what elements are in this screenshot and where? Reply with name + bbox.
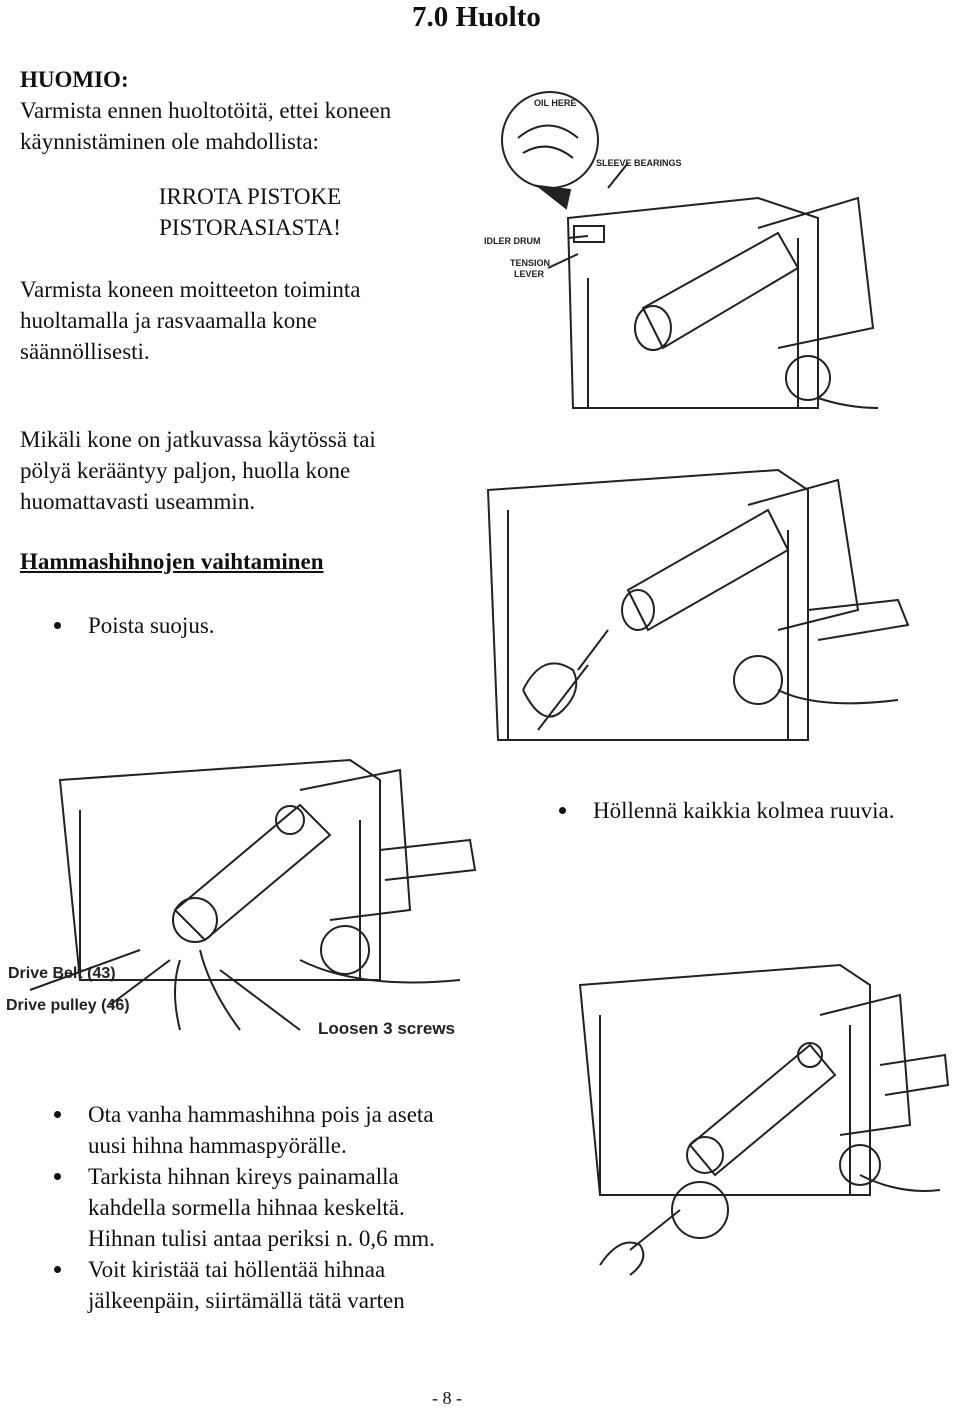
warning-intro-line-1: Varmista ennen huoltotöitä, ettei koneen [20,98,392,123]
label-sleeve-bearings: SLEEVE BEARINGS [596,158,682,168]
label-oil-here: OIL HERE [534,98,576,108]
figure-oil-points: OIL HERE SLEEVE BEARINGS IDLER DRUM TENS… [478,78,888,418]
label-loosen-screws: Loosen 3 screws [318,1019,455,1038]
dust-paragraph: Mikäli kone on jatkuvassa käytössä tai p… [20,424,470,517]
list-item: Höllennä kaikkia kolmea ruuvia. [525,795,945,826]
bullet-icon [54,1111,61,1118]
maintain-line-1: Varmista koneen moitteeton toiminta [20,277,361,302]
label-drive-belt: Drive Belt (43) [8,965,116,982]
dust-line-3: huomattavasti useammin. [20,489,256,514]
section-heading: Hammashihnojen vaihtaminen [20,549,324,574]
figure-belt-tension [540,945,950,1285]
warning-heading: HUOMIO: [20,67,129,92]
bullet-icon [559,807,566,814]
label-lever: LEVER [514,269,545,279]
label-idler-drum: IDLER DRUM [484,236,541,246]
step-list-2: Höllennä kaikkia kolmea ruuvia. [525,795,945,826]
maintain-paragraph: Varmista koneen moitteeton toiminta huol… [20,274,470,367]
label-tension: TENSION [510,258,550,268]
page-title: 7.0 Huolto [412,1,541,33]
unplug-line-2: PISTORASIASTA! [159,215,341,240]
bullet-icon [54,1266,61,1273]
list-item: Poista suojus. [20,610,460,641]
bullet-icon [54,622,61,629]
dust-line-2: pölyä kerääntyy paljon, huolla kone [20,458,351,483]
page-number: - 8 - [432,1388,462,1408]
dust-line-1: Mikäli kone on jatkuvassa käytössä tai [20,427,376,452]
figure-drive-belt: Drive Belt (43) Drive pulley (46) Loosen… [0,720,480,1050]
maintain-line-2: huoltamalla ja rasvaamalla kone [20,308,317,333]
warning-block: HUOMIO: Varmista ennen huoltotöitä, ette… [20,64,470,157]
unplug-warning: IRROTA PISTOKE PISTORASIASTA! [100,181,400,243]
figure-remove-cover [478,450,918,750]
maintain-line-3: säännöllisesti. [20,339,150,364]
label-drive-pulley: Drive pulley (46) [6,997,130,1014]
warning-intro-line-2: käynnistäminen ole mahdollista: [20,129,319,154]
step-list-1: Poista suojus. [20,610,460,641]
bullet-icon [54,1173,61,1180]
unplug-line-1: IRROTA PISTOKE [158,184,342,209]
